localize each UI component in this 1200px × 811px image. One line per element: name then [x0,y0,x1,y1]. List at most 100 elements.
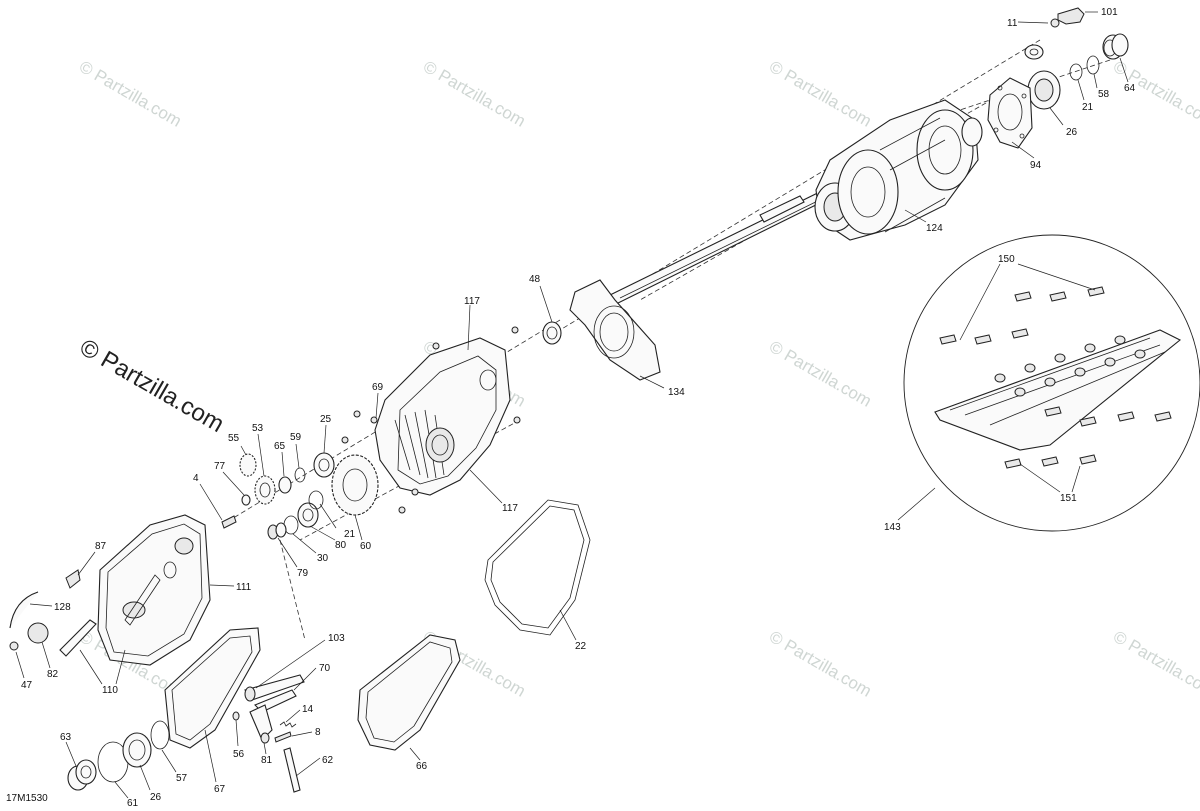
callout-94: 94 [1030,160,1042,171]
part-26-seal [122,732,152,768]
callout-57: 57 [176,773,188,784]
part-55-gear [239,453,257,477]
callout-55: 55 [228,433,240,444]
callout-14: 14 [302,704,314,715]
part-25-bearing [313,452,335,478]
callout-21: 21 [344,529,356,540]
part-11-nut [1050,18,1060,28]
part-111-cover [97,514,211,666]
part-79-tensioner [267,522,287,540]
callout-80: 80 [335,540,347,551]
callout-64: 64 [1124,83,1136,94]
part-26-bearing [1027,70,1061,110]
callout-110: 110 [102,685,118,696]
diagram-code: 17M1530 [6,793,48,804]
part-110-dipstick [59,619,97,657]
part-57-ring [150,720,170,750]
part-53-gear [254,475,276,505]
callout-65: 65 [274,441,286,452]
watermark: © Partzilla.com [766,57,875,131]
part-87-sensor [65,569,81,589]
part-124-drive-shaft [607,99,983,307]
cleat-bumps [994,335,1146,397]
callout-151: 151 [1060,493,1077,504]
part-14-spring [279,721,297,728]
part-56-nut [232,711,240,721]
callout-67: 67 [214,784,226,795]
part-4-bolt [221,515,237,529]
callout-11: 11 [1007,18,1018,29]
part-62-rod [283,747,301,793]
part-58-ring [1086,55,1100,75]
callout-59: 59 [290,432,302,443]
watermark: © Partzilla.com [420,57,529,131]
callout-111: 111 [236,582,252,593]
part-67-chain [164,627,261,749]
part-134-gasket [569,279,661,381]
callout-53: 53 [252,423,264,434]
part-8-pin [274,731,292,743]
part-101-bracket [1057,7,1085,25]
callout-56: 56 [233,749,245,760]
part-65-bearing [278,476,292,494]
callout-124: 124 [926,223,943,234]
callout-87: 87 [95,541,107,552]
part-60-gear-large [331,454,379,516]
callout-22: 22 [575,641,587,652]
watermark: © Partzilla.com [76,57,185,131]
callout-26: 26 [1066,127,1078,138]
callout-150: 150 [998,254,1015,265]
callout-82: 82 [47,669,59,680]
part-bearing-small [1024,44,1044,60]
part-66-chain-guide [357,634,461,751]
part-48-seal [542,321,562,345]
callout-8: 8 [315,727,321,738]
callout-63: 63 [60,732,72,743]
callout-60: 60 [360,541,372,552]
callout-134: 134 [668,387,685,398]
detail-143-circle [903,234,1200,532]
part-63-bearing [67,759,97,791]
part-128-hose [9,591,39,629]
callout-47: 47 [21,680,33,691]
callout-30: 30 [317,553,329,564]
callout-labels: 11 101 58 64 21 26 94 124 150 48 117 134… [21,7,1136,809]
part-64-bushing [1102,33,1129,60]
callout-101: 101 [1101,7,1118,18]
watermark-large: © Partzilla.com [75,334,229,438]
leader-lines [15,11,1129,799]
callout-4: 4 [193,473,199,484]
watermark: © Partzilla.com [766,627,875,701]
part-22-gasket [484,499,591,636]
callout-25: 25 [320,414,332,425]
callout-66: 66 [416,761,428,772]
callout-79: 79 [297,568,309,579]
part-21-circlip [1069,63,1083,81]
part-21-ring-center [308,490,324,510]
cleat-row [939,286,1172,469]
part-103-lever [244,674,305,702]
part-80-spacer [297,502,319,528]
part-47-plug [9,641,19,651]
callout-58: 58 [1098,89,1110,100]
part-77-washer [241,494,251,506]
callout-21: 21 [1082,102,1094,113]
callout-48: 48 [529,274,541,285]
callout-77: 77 [214,461,226,472]
callout-81: 81 [261,755,273,766]
callout-61: 61 [127,798,139,809]
callout-70: 70 [319,663,331,674]
callout-62: 62 [322,755,334,766]
part-94-plate [987,77,1033,149]
callout-128: 128 [54,602,71,613]
part-82-cap [27,622,49,644]
callout-103: 103 [328,633,345,644]
part-117-chaincase [341,326,521,514]
watermark: © Partzilla.com [766,337,875,411]
part-59-ring [294,467,306,483]
callout-69: 69 [372,382,384,393]
callout-26: 26 [150,792,162,803]
callout-117: 117 [464,296,480,307]
callout-143: 143 [884,522,901,533]
